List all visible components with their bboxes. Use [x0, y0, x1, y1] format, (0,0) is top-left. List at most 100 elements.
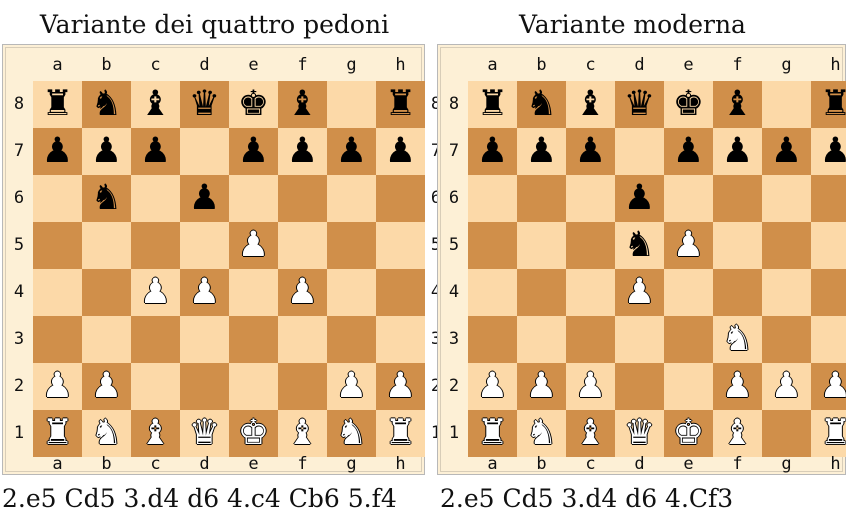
square-b5: [82, 222, 131, 269]
file-label-bottom: g: [327, 454, 376, 474]
rank-label-left: 7: [443, 128, 465, 175]
file-label-bottom: f: [713, 454, 762, 474]
white-bishop-icon: ♝: [131, 410, 180, 457]
white-pawn-icon: ♟: [180, 269, 229, 316]
white-rook-icon: ♜: [33, 410, 82, 457]
square-c5: [131, 222, 180, 269]
square-c4: [566, 269, 615, 316]
diagram-title-right: Variante moderna: [440, 10, 825, 39]
rank-label-left: 4: [443, 269, 465, 316]
white-pawn-icon: ♟: [517, 363, 566, 410]
white-pawn-icon: ♟: [278, 269, 327, 316]
square-h4: [811, 269, 846, 316]
rank-label-left: 2: [443, 363, 465, 410]
diagram-caption-right: 2.e5 Cd5 3.d4 d6 4.Cf3: [440, 484, 733, 513]
black-pawn-icon: ♟: [327, 128, 376, 175]
square-h5: [811, 222, 846, 269]
white-pawn-icon: ♟: [664, 222, 713, 269]
rank-label-left: 4: [8, 269, 30, 316]
file-label-top: g: [762, 55, 811, 75]
white-pawn-icon: ♟: [82, 363, 131, 410]
square-d3: [615, 316, 664, 363]
file-label-bottom: h: [811, 454, 846, 474]
square-h6: [376, 175, 425, 222]
white-pawn-icon: ♟: [376, 363, 425, 410]
square-g3: [327, 316, 376, 363]
white-pawn-icon: ♟: [229, 222, 278, 269]
white-king-icon: ♚: [664, 410, 713, 457]
white-bishop-icon: ♝: [566, 410, 615, 457]
square-d5: [180, 222, 229, 269]
square-a5: [468, 222, 517, 269]
file-label-top: f: [713, 55, 762, 75]
square-a4: [33, 269, 82, 316]
square-d7: [615, 128, 664, 175]
file-label-top: c: [566, 55, 615, 75]
rank-label-left: 7: [8, 128, 30, 175]
black-pawn-icon: ♟: [566, 128, 615, 175]
white-knight-icon: ♞: [713, 316, 762, 363]
file-label-bottom: a: [33, 454, 82, 474]
square-g6: [327, 175, 376, 222]
black-king-icon: ♚: [664, 81, 713, 128]
file-label-top: d: [180, 55, 229, 75]
white-knight-icon: ♞: [327, 410, 376, 457]
white-pawn-icon: ♟: [811, 363, 846, 410]
black-bishop-icon: ♝: [131, 81, 180, 128]
square-a3: [33, 316, 82, 363]
diagram-caption-left: 2.e5 Cd5 3.d4 d6 4.c4 Cb6 5.f4: [2, 484, 397, 513]
white-pawn-icon: ♟: [131, 269, 180, 316]
square-f4: [713, 269, 762, 316]
white-pawn-icon: ♟: [615, 269, 664, 316]
square-g8: [762, 81, 811, 128]
square-d3: [180, 316, 229, 363]
file-label-bottom: e: [229, 454, 278, 474]
file-label-top: e: [229, 55, 278, 75]
white-pawn-icon: ♟: [713, 363, 762, 410]
square-g4: [327, 269, 376, 316]
black-pawn-icon: ♟: [468, 128, 517, 175]
file-label-bottom: f: [278, 454, 327, 474]
rank-label-left: 3: [8, 316, 30, 363]
black-pawn-icon: ♟: [615, 175, 664, 222]
white-pawn-icon: ♟: [468, 363, 517, 410]
file-label-bottom: d: [615, 454, 664, 474]
black-pawn-icon: ♟: [82, 128, 131, 175]
rank-label-left: 5: [8, 222, 30, 269]
white-knight-icon: ♞: [82, 410, 131, 457]
file-label-top: c: [131, 55, 180, 75]
square-f6: [713, 175, 762, 222]
black-pawn-icon: ♟: [811, 128, 846, 175]
white-knight-icon: ♞: [517, 410, 566, 457]
file-label-bottom: c: [566, 454, 615, 474]
black-rook-icon: ♜: [33, 81, 82, 128]
file-label-top: g: [327, 55, 376, 75]
white-rook-icon: ♜: [811, 410, 846, 457]
black-king-icon: ♚: [229, 81, 278, 128]
black-bishop-icon: ♝: [278, 81, 327, 128]
square-a5: [33, 222, 82, 269]
file-label-top: b: [517, 55, 566, 75]
square-g8: [327, 81, 376, 128]
black-knight-icon: ♞: [517, 81, 566, 128]
square-c6: [566, 175, 615, 222]
square-e6: [229, 175, 278, 222]
rank-label-left: 2: [8, 363, 30, 410]
file-label-bottom: c: [131, 454, 180, 474]
chessboard-frame-left: ♜♞♝♛♚♝♜♟♟♟♟♟♟♟♞♟♟♟♟♟♟♟♟♟♜♞♝♛♚♝♞♜ aabbccd…: [2, 44, 425, 475]
square-c6: [131, 175, 180, 222]
rank-label-left: 3: [443, 316, 465, 363]
black-pawn-icon: ♟: [180, 175, 229, 222]
file-label-top: b: [82, 55, 131, 75]
square-a4: [468, 269, 517, 316]
square-d2: [180, 363, 229, 410]
black-knight-icon: ♞: [615, 222, 664, 269]
black-rook-icon: ♜: [468, 81, 517, 128]
chessboard-left: ♜♞♝♛♚♝♜♟♟♟♟♟♟♟♞♟♟♟♟♟♟♟♟♟♜♞♝♛♚♝♞♜: [33, 81, 425, 457]
black-pawn-icon: ♟: [762, 128, 811, 175]
black-rook-icon: ♜: [811, 81, 846, 128]
black-pawn-icon: ♟: [278, 128, 327, 175]
file-label-top: h: [376, 55, 425, 75]
rank-label-left: 1: [8, 410, 30, 457]
square-c2: [131, 363, 180, 410]
